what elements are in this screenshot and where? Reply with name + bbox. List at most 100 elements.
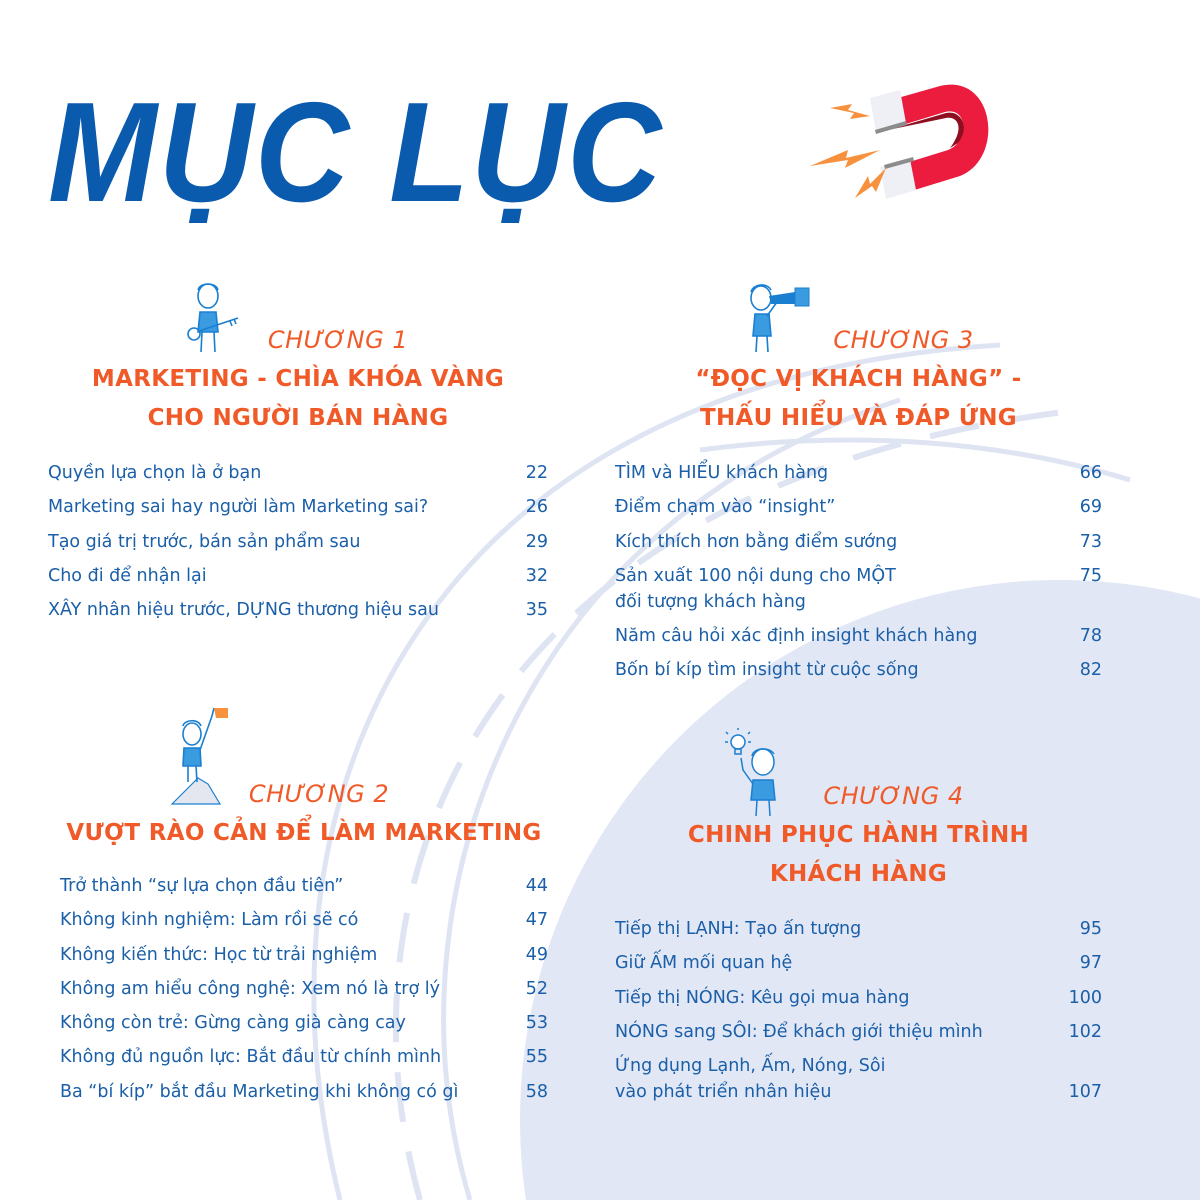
toc-item[interactable]: Không am hiểu công nghệ: Xem nó là trợ l… (60, 976, 548, 1002)
toc-item[interactable]: Giữ ẤM mối quan hệ 97 (615, 950, 1102, 976)
background-arc-4 (699, 437, 1131, 483)
toc-item-page: 55 (525, 1047, 548, 1068)
toc-item-page: 69 (1079, 497, 1102, 518)
toc-item[interactable]: Không còn trẻ: Gừng càng già càng cay 53 (60, 1010, 548, 1036)
toc-item-title: Năm câu hỏi xác định insight khách hàng (615, 626, 978, 647)
toc-item-page: 82 (1079, 660, 1102, 681)
chapter-title-line-1: “ĐỌC VỊ KHÁCH HÀNG” - (695, 366, 1022, 392)
toc-item-page: 35 (525, 600, 548, 621)
toc-item[interactable]: Không đủ nguồn lực: Bắt đầu từ chính mìn… (60, 1044, 548, 1070)
toc-item[interactable]: XÂY nhân hiệu trước, DỰNG thương hiệu sa… (48, 597, 548, 623)
man-on-mountain-with-flag-icon (170, 707, 228, 805)
chapter-1: CHƯƠNG 1 MARKETING - CHÌA KHÓA VÀNG CHO … (48, 282, 548, 631)
toc-item-page: 52 (525, 978, 548, 999)
toc-item-title: Ứng dụng Lạnh, Ấm, Nóng, Sôi vào phát tr… (615, 1056, 886, 1103)
toc-item[interactable]: Bốn bí kíp tìm insight từ cuộc sống 82 (615, 657, 1102, 683)
toc-item-title: Marketing sai hay người làm Marketing sa… (48, 497, 429, 518)
toc-item-title: Bốn bí kíp tìm insight từ cuộc sống (615, 660, 919, 681)
toc-item-page: 32 (525, 565, 548, 586)
chapter-title-line-2: CHO NGƯỜI BÁN HÀNG (147, 405, 449, 431)
toc-item[interactable]: Kích thích hơn bằng điểm sướng 73 (615, 529, 1102, 555)
toc-item-title: Quyền lựa chọn là ở bạn (48, 463, 262, 483)
toc-item-title: Không kinh nghiệm: Làm rồi sẽ có (60, 910, 359, 931)
background-arc-outer (441, 397, 901, 1200)
background-circle (520, 580, 1200, 1200)
toc-item-title: Không đủ nguồn lực: Bắt đầu từ chính mìn… (60, 1047, 442, 1068)
toc-item-title: Sản xuất 100 nội dung cho MỘT đối tượng … (615, 565, 896, 612)
toc-item-page: 58 (525, 1081, 548, 1102)
toc-item-title: Tiếp thị NÓNG: Kêu gọi mua hàng (615, 987, 910, 1008)
toc-item-page: 102 (1068, 1021, 1102, 1042)
chapter-3: CHƯƠNG 3 “ĐỌC VỊ KHÁCH HÀNG” - THẤU HIỂU… (615, 282, 1102, 692)
chapter-3-header: CHƯƠNG 3 “ĐỌC VỊ KHÁCH HÀNG” - THẤU HIỂU… (615, 282, 1102, 438)
chapter-title-line-2: KHÁCH HÀNG (769, 861, 948, 887)
chapter-2-header: CHƯƠNG 2 VƯỢT RÀO CẢN ĐỂ LÀM MARKETING (60, 706, 548, 853)
toc-item-page: 44 (525, 876, 548, 896)
page-title: MỤC LỤC (48, 73, 664, 232)
toc-item[interactable]: NÓNG sang SÔI: Để khách giới thiệu mình 1… (615, 1019, 1102, 1045)
chapter-2-toc: Trở thành “sự lựa chọn đầu tiên”44 Không… (60, 873, 548, 1105)
toc-item-page: 29 (525, 531, 548, 552)
toc-item[interactable]: TÌM và HIỂU khách hàng 66 (615, 460, 1102, 486)
toc-item-title: Tạo giá trị trước, bán sản phẩm sau (48, 531, 361, 552)
chapter-label: CHƯƠNG 2 (248, 780, 390, 808)
chapter-3-toc: TÌM và HIỂU khách hàng 66 Điểm chạm vào “… (615, 460, 1102, 683)
toc-item-title: Điểm chạm vào “insight” (615, 497, 836, 518)
toc-item-title: Cho đi để nhận lại (48, 565, 207, 586)
toc-item-page: 107 (1068, 1082, 1102, 1103)
toc-item[interactable]: Tiếp thị NÓNG: Kêu gọi mua hàng 100 (615, 985, 1102, 1011)
chapter-4-toc: Tiếp thị LẠNH: Tạo ấn tượng 95 Giữ ẤM mối… (615, 916, 1102, 1105)
chapter-title-line-1: CHINH PHỤC HÀNH TRÌNH (687, 822, 1030, 848)
man-with-telescope-icon (750, 284, 810, 353)
toc-item-title: Tiếp thị LẠNH: Tạo ấn tượng (615, 919, 862, 939)
toc-item[interactable]: Tiếp thị LẠNH: Tạo ấn tượng 95 (615, 916, 1102, 942)
toc-item-page: 95 (1079, 919, 1102, 939)
toc-item-page: 66 (1079, 463, 1102, 483)
toc-item[interactable]: Ba “bí kíp” bắt đầu Marketing khi không … (60, 1079, 548, 1105)
toc-item[interactable]: Trở thành “sự lựa chọn đầu tiên”44 (60, 873, 548, 899)
toc-item[interactable]: Quyền lựa chọn là ở bạn 22 (48, 460, 548, 486)
background-arc-dashed (393, 407, 1081, 1200)
chapter-1-header: CHƯƠNG 1 MARKETING - CHÌA KHÓA VÀNG CHO … (48, 282, 548, 438)
toc-item-title: XÂY nhân hiệu trước, DỰNG thương hiệu sa… (48, 600, 439, 621)
toc-item[interactable]: Không kiến thức: Học từ trải nghiệm 49 (60, 942, 548, 968)
toc-item-title: Giữ ẤM mối quan hệ (615, 953, 793, 974)
toc-item-title: NÓNG sang SÔI: Để khách giới thiệu mình (615, 1021, 983, 1042)
toc-item-title: Không kiến thức: Học từ trải nghiệm (60, 944, 378, 965)
toc-item-page: 49 (525, 944, 548, 965)
chapter-4: CHƯƠNG 4 CHINH PHỤC HÀNH TRÌNH KHÁCH HÀN… (615, 728, 1102, 1113)
chapter-title-line-1: VƯỢT RÀO CẢN ĐỂ LÀM MARKETING (66, 820, 542, 846)
toc-item[interactable]: Ứng dụng Lạnh, Ấm, Nóng, Sôi vào phát tr… (615, 1053, 1102, 1105)
chapter-1-toc: Quyền lựa chọn là ở bạn 22 Marketing sai … (48, 460, 548, 623)
toc-item-page: 26 (525, 497, 548, 518)
toc-item-title: Không am hiểu công nghệ: Xem nó là trợ l… (60, 978, 440, 999)
magnet-icon (810, 84, 989, 199)
toc-item[interactable]: Không kinh nghiệm: Làm rồi sẽ có 47 (60, 907, 548, 933)
toc-item-title: Không còn trẻ: Gừng càng già càng cay (60, 1013, 406, 1034)
toc-item-title: Ba “bí kíp” bắt đầu Marketing khi không … (60, 1081, 459, 1102)
toc-item-page: 53 (525, 1013, 548, 1034)
man-holding-key-icon (187, 283, 239, 353)
toc-item-page: 73 (1079, 531, 1102, 552)
toc-item[interactable]: Sản xuất 100 nội dung cho MỘT đối tượng … (615, 563, 1102, 615)
toc-item-page: 22 (525, 463, 548, 483)
toc-item-page: 78 (1079, 626, 1102, 647)
chapter-label: CHƯƠNG 4 (823, 782, 964, 810)
toc-item-title: TÌM và HIỂU khách hàng (615, 463, 829, 483)
toc-item-title: Kích thích hơn bằng điểm sướng (615, 531, 898, 552)
chapter-4-header: CHƯƠNG 4 CHINH PHỤC HÀNH TRÌNH KHÁCH HÀN… (615, 728, 1102, 894)
toc-item[interactable]: Tạo giá trị trước, bán sản phẩm sau 29 (48, 529, 548, 555)
toc-item[interactable]: Điểm chạm vào “insight” 69 (615, 494, 1102, 520)
chapter-label: CHƯƠNG 3 (833, 326, 974, 354)
toc-item-page: 47 (525, 910, 548, 931)
chapter-label: CHƯƠNG 1 (267, 326, 409, 354)
chapter-title-line-2: THẤU HIỂU VÀ ĐÁP ỨNG (700, 405, 1017, 431)
toc-item-page: 97 (1079, 953, 1102, 974)
toc-item[interactable]: Năm câu hỏi xác định insight khách hàng 7… (615, 623, 1102, 649)
toc-item[interactable]: Marketing sai hay người làm Marketing sa… (48, 494, 548, 520)
toc-item-page: 100 (1068, 987, 1102, 1008)
chapter-title-line-1: MARKETING - CHÌA KHÓA VÀNG (91, 366, 505, 392)
toc-item[interactable]: Cho đi để nhận lại 32 (48, 563, 548, 589)
toc-item-page: 75 (1079, 565, 1102, 586)
